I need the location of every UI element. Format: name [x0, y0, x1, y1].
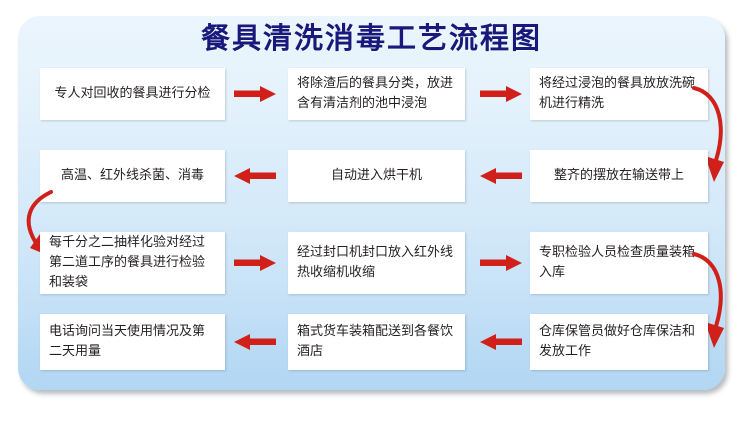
- process-box-label: 箱式货车装箱配送到各餐饮酒店: [297, 324, 454, 359]
- process-box-step-3[interactable]: 将经过浸泡的餐具放放洗碗机进行精洗: [530, 68, 708, 120]
- process-box-step-9[interactable]: 专职检验人员检查质量装箱入库: [530, 232, 708, 294]
- arrow-left-r4-b: [478, 329, 524, 355]
- process-box-step-6[interactable]: 高温、红外线杀菌、消毒: [40, 150, 225, 202]
- process-box-label: 电话询问当天使用情况及第二天用量: [49, 324, 206, 359]
- process-box-label: 将经过浸泡的餐具放放洗碗机进行精洗: [539, 76, 696, 111]
- process-box-step-1[interactable]: 专人对回收的餐具进行分检: [40, 68, 225, 120]
- page-title: 餐具清洗消毒工艺流程图: [200, 21, 542, 55]
- arrow-left-r2-b: [478, 163, 524, 189]
- process-box-label: 每千分之二抽样化验对经过第二道工序的餐具进行检验和装袋: [49, 235, 206, 290]
- process-box-label: 经过封口机封口放入红外线热收缩机收缩: [297, 245, 454, 280]
- process-box-step-12[interactable]: 电话询问当天使用情况及第二天用量: [40, 314, 225, 370]
- process-box-step-2[interactable]: 将除渣后的餐具分类，放进含有清洁剂的池中浸泡: [288, 68, 465, 120]
- process-box-step-7[interactable]: 每千分之二抽样化验对经过第二道工序的餐具进行检验和装袋: [40, 232, 225, 294]
- process-box-label: 整齐的摆放在输送带上: [553, 168, 684, 183]
- arrow-right-r3-b: [478, 250, 524, 276]
- process-box-label: 仓库保管员做好仓库保洁和发放工作: [539, 324, 696, 359]
- process-box-label: 将除渣后的餐具分类，放进含有清洁剂的池中浸泡: [297, 76, 454, 111]
- process-box-step-5[interactable]: 自动进入烘干机: [288, 150, 465, 202]
- process-box-step-11[interactable]: 箱式货车装箱配送到各餐饮酒店: [288, 314, 465, 370]
- arrow-right-r1-a: [232, 81, 278, 107]
- process-box-step-8[interactable]: 经过封口机封口放入红外线热收缩机收缩: [288, 232, 465, 294]
- process-box-label: 高温、红外线杀菌、消毒: [60, 168, 204, 183]
- arrow-right-r1-b: [478, 81, 524, 107]
- arrow-left-r4-a: [232, 329, 278, 355]
- arrow-left-r2-a: [232, 163, 278, 189]
- process-box-step-4[interactable]: 整齐的摆放在输送带上: [530, 150, 708, 202]
- process-box-label: 专人对回收的餐具进行分检: [54, 86, 211, 101]
- process-box-label: 专职检验人员检查质量装箱入库: [539, 245, 696, 280]
- process-box-label: 自动进入烘干机: [330, 168, 422, 183]
- process-box-step-10[interactable]: 仓库保管员做好仓库保洁和发放工作: [530, 314, 708, 370]
- arrow-right-r3-a: [232, 250, 278, 276]
